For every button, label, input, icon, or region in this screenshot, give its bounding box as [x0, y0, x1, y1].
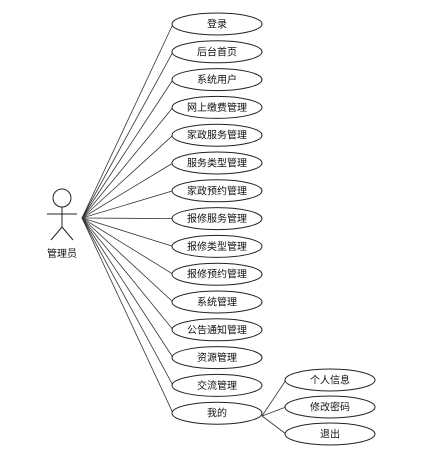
use-case-ellipse[interactable] — [171, 179, 263, 203]
sub-association-line-personal-info — [261, 379, 287, 417]
use-case-ellipse[interactable] — [171, 40, 263, 64]
use-case-repair-service[interactable]: 报修服务管理 — [171, 207, 263, 231]
association-line-system-management — [81, 217, 174, 303]
association-line-announcement — [81, 217, 174, 331]
sub-use-case-ellipse[interactable] — [284, 422, 376, 446]
use-case-label: 报修服务管理 — [187, 212, 247, 225]
sub-use-case-label: 个人信息 — [310, 374, 350, 387]
association-line-login — [81, 23, 174, 219]
association-line-resource — [81, 217, 174, 358]
sub-use-case-label: 退出 — [320, 428, 340, 441]
use-case-ellipse[interactable] — [171, 12, 263, 36]
use-case-system-management[interactable]: 系统管理 — [171, 290, 263, 314]
use-case-label: 家政服务管理 — [187, 129, 247, 142]
use-case-mine[interactable]: 我的 — [171, 401, 263, 425]
association-line-mine — [81, 217, 174, 414]
use-case-repair-booking[interactable]: 报修预约管理 — [171, 262, 263, 286]
use-case-ellipse[interactable] — [171, 95, 263, 119]
use-case-ellipse[interactable] — [171, 207, 263, 231]
use-case-housekeeping-service[interactable]: 家政服务管理 — [171, 123, 263, 147]
use-cases: 登录后台首页系统用户网上缴费管理家政服务管理服务类型管理家政预约管理报修服务管理… — [171, 12, 263, 425]
association-line-communication — [81, 217, 174, 386]
use-case-label: 服务类型管理 — [187, 157, 247, 170]
use-case-label: 报修类型管理 — [187, 240, 247, 253]
association-line-online-payment — [81, 107, 174, 219]
use-case-ellipse[interactable] — [171, 68, 263, 92]
use-case-ellipse[interactable] — [171, 318, 263, 342]
use-case-online-payment[interactable]: 网上缴费管理 — [171, 95, 263, 119]
sub-association-lines — [261, 379, 287, 435]
actor-left-leg — [50, 226, 63, 241]
association-lines — [81, 23, 174, 414]
use-case-ellipse[interactable] — [171, 290, 263, 314]
association-line-service-type — [81, 162, 174, 219]
use-case-repair-type[interactable]: 报修类型管理 — [171, 234, 263, 258]
use-case-ellipse[interactable] — [171, 234, 263, 258]
actor-figure: 管理员 — [47, 188, 77, 260]
use-case-resource[interactable]: 资源管理 — [171, 346, 263, 370]
association-line-housekeeping-booking — [81, 190, 174, 219]
association-line-repair-service — [81, 217, 174, 219]
use-case-communication[interactable]: 交流管理 — [171, 373, 263, 397]
use-case-label: 报修预约管理 — [187, 268, 247, 281]
use-case-ellipse[interactable] — [171, 346, 263, 370]
sub-use-case-label: 修改密码 — [310, 401, 350, 414]
use-case-ellipse[interactable] — [171, 373, 263, 397]
actor-head — [52, 188, 72, 208]
use-case-label: 资源管理 — [197, 351, 237, 364]
use-case-system-users[interactable]: 系统用户 — [171, 68, 263, 92]
use-case-label: 系统用户 — [197, 73, 237, 86]
use-case-label: 网上缴费管理 — [187, 101, 247, 114]
use-case-ellipse[interactable] — [171, 123, 263, 147]
use-case-ellipse[interactable] — [171, 151, 263, 175]
association-line-system-users — [81, 79, 174, 219]
sub-association-line-logout — [261, 415, 287, 435]
use-case-label: 公告通知管理 — [187, 323, 247, 336]
use-case-housekeeping-booking[interactable]: 家政预约管理 — [171, 179, 263, 203]
actor-label: 管理员 — [47, 247, 77, 260]
use-case-label: 家政预约管理 — [187, 184, 247, 197]
sub-use-case-personal-info[interactable]: 个人信息 — [284, 368, 376, 392]
use-case-label: 我的 — [207, 407, 227, 420]
association-line-repair-booking — [81, 217, 174, 275]
use-case-announcement[interactable]: 公告通知管理 — [171, 318, 263, 342]
use-case-service-type[interactable]: 服务类型管理 — [171, 151, 263, 175]
sub-use-case-ellipse[interactable] — [284, 368, 376, 392]
sub-association-line-change-password — [261, 406, 287, 417]
sub-use-case-logout[interactable]: 退出 — [284, 422, 376, 446]
use-case-login[interactable]: 登录 — [171, 12, 263, 36]
association-line-admin-home — [81, 51, 174, 219]
use-case-label: 后台首页 — [197, 45, 237, 58]
sub-use-case-ellipse[interactable] — [284, 395, 376, 419]
use-case-label: 系统管理 — [197, 296, 237, 309]
use-case-ellipse[interactable] — [171, 262, 263, 286]
sub-use-case-change-password[interactable]: 修改密码 — [284, 395, 376, 419]
use-case-admin-home[interactable]: 后台首页 — [171, 40, 263, 64]
association-line-housekeeping-service — [81, 134, 174, 219]
use-case-ellipse[interactable] — [171, 401, 263, 425]
use-case-label: 交流管理 — [197, 379, 237, 392]
association-line-repair-type — [81, 217, 174, 247]
use-case-label: 登录 — [207, 18, 227, 31]
actor-right-leg — [61, 226, 74, 241]
